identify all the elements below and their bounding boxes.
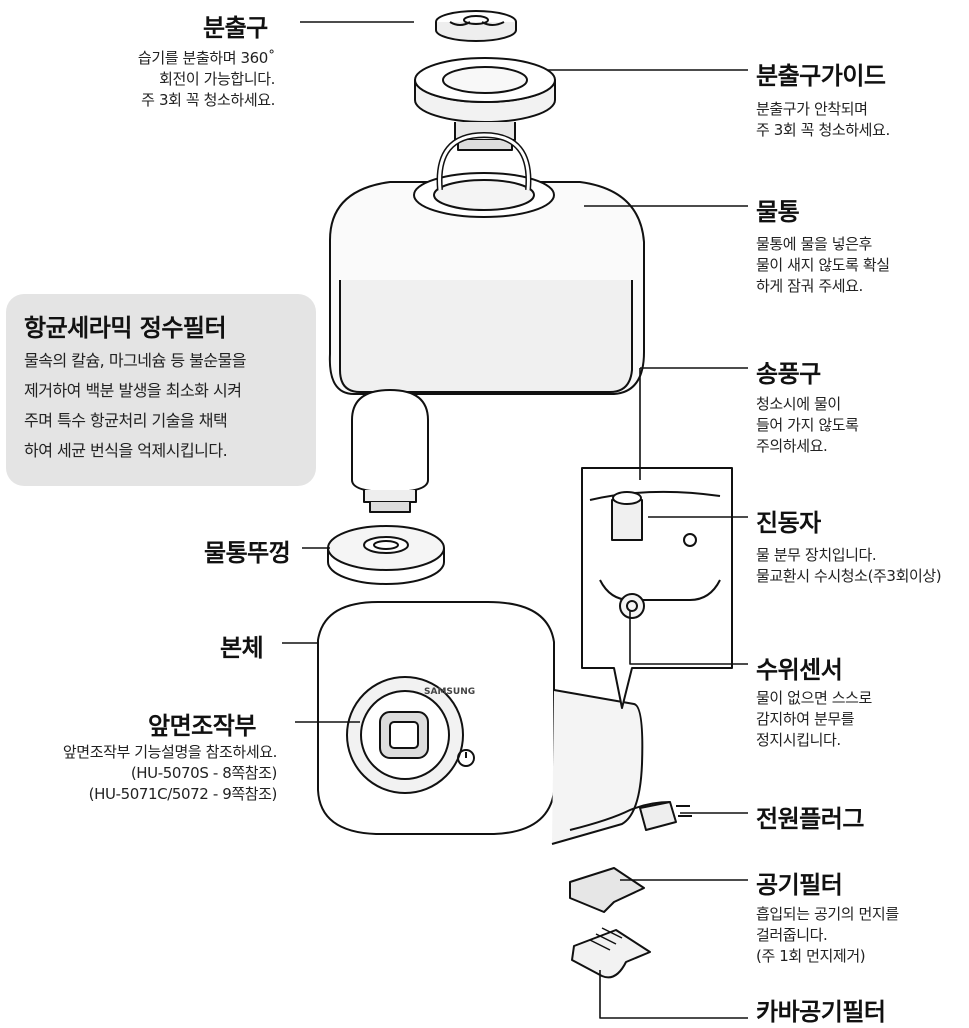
- water-tank-title: 물통: [756, 198, 800, 226]
- water-sensor-title: 수위센서: [756, 656, 843, 684]
- air-filter-desc: 흡입되는 공기의 먼지를 걸러줍니다. (주 1회 먼지제거): [756, 905, 899, 965]
- detail-inset: [581, 467, 733, 709]
- air-filter-title: 공기필터: [756, 871, 843, 899]
- cover-filter-title: 카바공기필터: [756, 998, 886, 1026]
- blower-desc: 청소시에 물이 들어 가지 않도록 주의하세요.: [756, 395, 859, 455]
- ceramic-filter-title: 항균세라믹 정수필터: [24, 314, 227, 342]
- cover-filter-illustration: [571, 927, 651, 979]
- nozzle-desc: 습기를 분출하며 360˚ 회전이 가능합니다. 주 3회 꼭 청소하세요.: [137, 49, 275, 109]
- body-title: 본체: [220, 634, 264, 662]
- ceramic-filter-desc: 물속의 칼슘, 마그네슘 등 불순물을 제거하여 백분 발생을 최소화 시켜 주…: [24, 351, 247, 460]
- brand-logo: SAMSUNG: [424, 687, 475, 697]
- water-tank-desc: 물통에 물을 넣은후 물이 새지 않도록 확실 하게 잠궈 주세요.: [756, 235, 890, 295]
- nozzle-illustration: [435, 10, 517, 42]
- tank-cap-illustration: [327, 525, 445, 585]
- air-filter-illustration: [569, 867, 645, 913]
- nozzle-guide-illustration: [414, 57, 556, 151]
- ceramic-filter-illustration: [351, 389, 429, 513]
- ceramic-filter-callout: 항균세라믹 정수필터 물속의 칼슘, 마그네슘 등 불순물을 제거하여 백분 발…: [6, 294, 316, 486]
- main-body-illustration: [317, 601, 644, 845]
- nozzle-guide-title: 분출구가이드: [756, 62, 886, 90]
- vibrator-title: 진동자: [756, 509, 821, 537]
- control-panel-title: 앞면조작부: [148, 712, 256, 740]
- vibrator-desc: 물 분무 장치입니다. 물교환시 수시청소(주3회이상): [756, 546, 942, 585]
- water-sensor-desc: 물이 없으면 스스로 감지하여 분무를 정지시킵니다.: [756, 689, 872, 749]
- tank-cap-title: 물통뚜껑: [204, 539, 291, 567]
- control-panel-desc: 앞면조작부 기능설명을 참조하세요. (HU-5070S - 8쪽참조) (HU…: [62, 743, 278, 803]
- water-tank-illustration: [328, 132, 645, 395]
- blower-title: 송풍구: [756, 360, 821, 388]
- power-plug-title: 전원플러그: [756, 805, 864, 833]
- leader-lines: [282, 21, 748, 1019]
- nozzle-guide-desc: 분출구가 안착되며 주 3회 꼭 청소하세요.: [756, 100, 890, 139]
- power-plug-illustration: [569, 801, 692, 831]
- nozzle-title: 분출구: [203, 14, 268, 42]
